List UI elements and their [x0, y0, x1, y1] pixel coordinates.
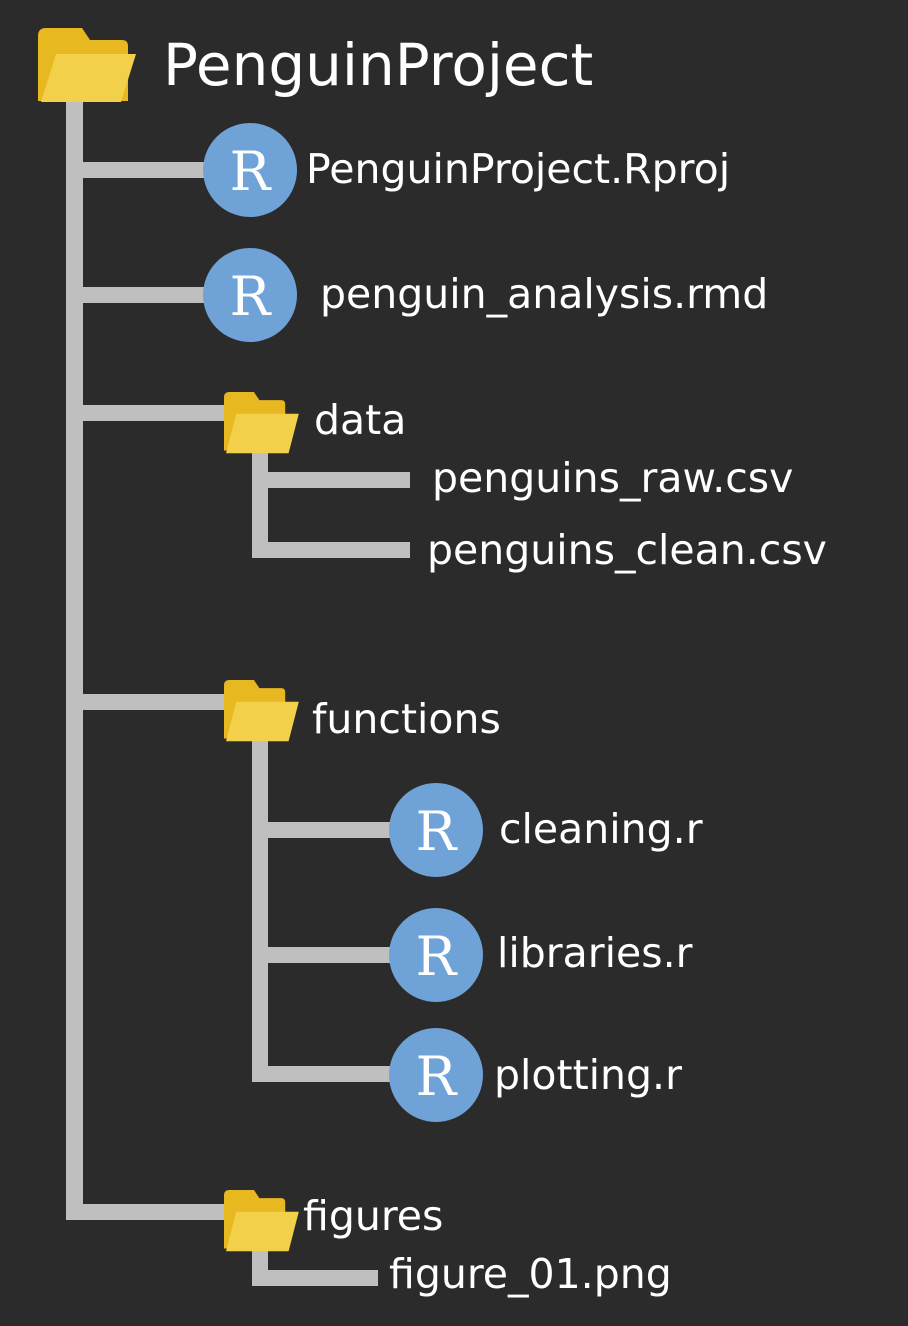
r-logo-icon: R [389, 1028, 483, 1122]
svg-text:R: R [230, 140, 272, 203]
data-folder-icon [224, 392, 299, 454]
branch-penguins-raw [252, 472, 410, 488]
root-folder-icon [38, 28, 136, 102]
r-logo-icon: R [389, 908, 483, 1002]
r-logo-icon: R [203, 123, 297, 217]
file-label-rmd: penguin_analysis.rmd [320, 270, 769, 318]
svg-text:R: R [416, 1045, 458, 1108]
root-folder-label: PenguinProject [163, 31, 594, 99]
functions-trunk-line [252, 740, 268, 1082]
svg-text:R: R [416, 800, 458, 863]
folder-label-functions: functions [312, 695, 501, 743]
file-label-plotting: plotting.r [494, 1051, 682, 1099]
branch-libraries [252, 947, 402, 963]
svg-text:R: R [230, 265, 272, 328]
file-label-penguins-clean: penguins_clean.csv [427, 526, 827, 574]
branch-figure-01 [252, 1270, 378, 1286]
branch-rproj [66, 162, 216, 178]
file-label-rproj: PenguinProject.Rproj [306, 145, 731, 193]
tree-connectors [66, 100, 410, 1286]
functions-folder-icon [224, 680, 299, 742]
folder-label-data: data [314, 396, 407, 444]
figures-folder-icon [224, 1190, 299, 1252]
data-trunk-line [252, 450, 268, 558]
branch-rmd [66, 287, 216, 303]
file-label-penguins-raw: penguins_raw.csv [432, 454, 794, 502]
branch-plotting [252, 1066, 402, 1082]
branch-functions [66, 694, 236, 710]
r-logo-icon: R [389, 783, 483, 877]
r-logo-icon: R [203, 248, 297, 342]
branch-figures [66, 1204, 236, 1220]
file-label-figure-01: figure_01.png [389, 1250, 672, 1298]
file-label-cleaning: cleaning.r [499, 805, 703, 853]
branch-data [66, 405, 236, 421]
file-label-libraries: libraries.r [497, 929, 693, 977]
folder-label-figures: figures [303, 1192, 444, 1240]
branch-cleaning [252, 822, 402, 838]
svg-text:R: R [416, 925, 458, 988]
branch-penguins-clean [252, 542, 410, 558]
root-trunk-line [66, 100, 83, 1220]
